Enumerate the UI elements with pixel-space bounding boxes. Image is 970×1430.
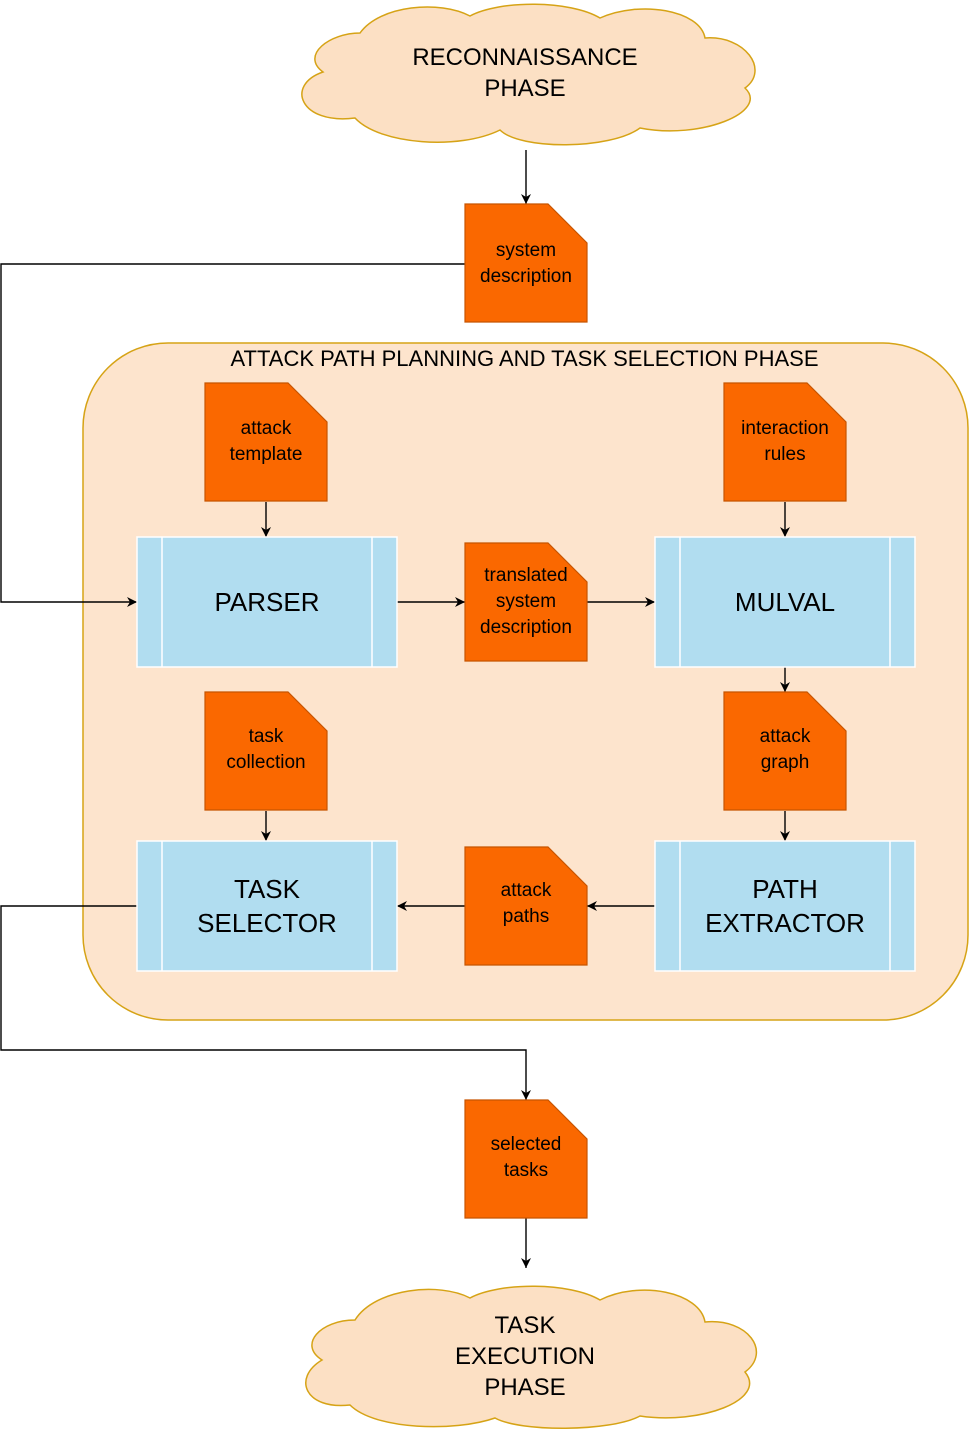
connector-sysdesc-to-parser — [0, 263, 465, 607]
system-description-document-shape — [464, 203, 588, 323]
task-execution-cloud — [305, 1285, 758, 1429]
attack-paths-document-shape — [464, 846, 588, 966]
path-extractor-process-box — [654, 840, 916, 972]
translated-system-description-document-shape — [464, 542, 588, 662]
task-collection-document-shape — [204, 691, 328, 811]
attack-graph-document-shape — [723, 691, 847, 811]
planning-phase-title: ATTACK PATH PLANNING AND TASK SELECTION … — [230, 346, 819, 371]
reconnaissance-cloud — [301, 3, 756, 146]
connector-selector-to-selected — [0, 905, 531, 1100]
interaction-rules-document-shape — [723, 382, 847, 502]
mulval-process-box — [654, 536, 916, 668]
task-selector-process-box — [136, 840, 398, 972]
selected-tasks-document-shape — [464, 1099, 588, 1219]
attack-template-document-shape — [204, 382, 328, 502]
parser-process-box — [136, 536, 398, 668]
